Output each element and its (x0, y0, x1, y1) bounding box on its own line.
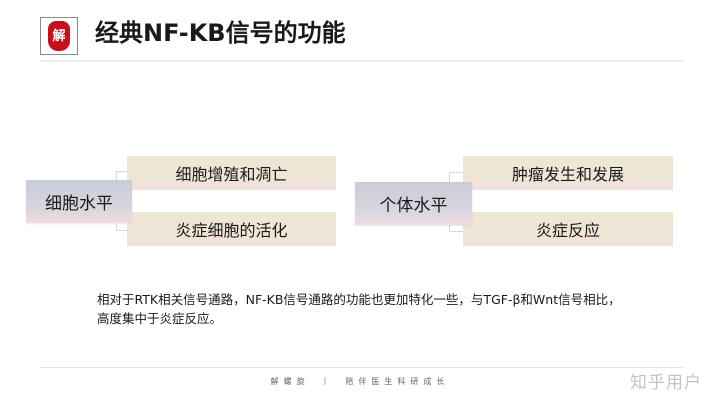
child-node: 炎症反应 (463, 212, 673, 246)
child-node: 炎症细胞的活化 (127, 212, 336, 246)
child-node: 肿瘤发生和发展 (463, 156, 673, 190)
footer-brand: 解螺旋 (270, 377, 310, 386)
parent-node: 个体水平 (355, 182, 472, 225)
footer: 解螺旋 | 陪伴医生科研成长 (0, 376, 720, 387)
child-node: 细胞增殖和凋亡 (127, 156, 336, 190)
footer-slogan: 陪伴医生科研成长 (345, 377, 450, 386)
parent-node: 细胞水平 (26, 180, 132, 223)
watermark: 知乎用户 (630, 373, 702, 393)
logo: 解 (40, 17, 78, 55)
footer-separator: | (323, 376, 332, 385)
page-title: 经典NF-KB信号的功能 (95, 19, 346, 47)
description-line: 高度集中于炎症反应。 (97, 311, 223, 326)
footer-divider (40, 367, 683, 368)
description-line: 相对于RTK相关信号通路，NF-KB信号通路的功能也更加特化一些，与TGF-β和… (97, 292, 621, 307)
red-seal-logo-icon: 解 (48, 21, 70, 51)
header-divider (40, 60, 683, 62)
description-paragraph: 相对于RTK相关信号通路，NF-KB信号通路的功能也更加特化一些，与TGF-β和… (97, 290, 697, 328)
